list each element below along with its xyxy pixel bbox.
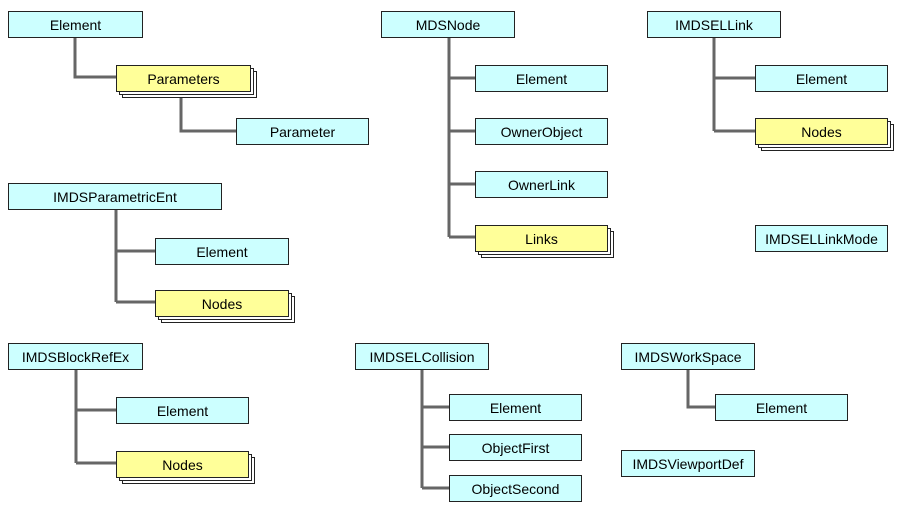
- parameters-collection-box: Parameters: [116, 65, 251, 92]
- collision-objectsecond-box: ObjectSecond: [449, 475, 582, 502]
- parametricent-element-box: Element: [155, 238, 289, 265]
- parametricent-nodes-collection-box: Nodes: [155, 290, 289, 317]
- connector-element-parameters: [73, 38, 116, 79]
- connector-workspace-element: [686, 370, 715, 409]
- imdsellinkmode-box: IMDSELLinkMode: [755, 225, 888, 252]
- connector-parameters-parameter: [179, 92, 236, 133]
- imdsellink-nodes-collection-box: Nodes: [755, 118, 888, 145]
- imdsviewportdef-box: IMDSViewportDef: [621, 450, 755, 477]
- parameter-box: Parameter: [236, 118, 369, 145]
- element-box: Element: [8, 11, 143, 38]
- blockrefex-nodes-collection-box: Nodes: [116, 451, 249, 478]
- imdselcollision-box: IMDSELCollision: [355, 343, 489, 370]
- mdsnode-element-box: Element: [475, 65, 608, 92]
- mdsnode-box: MDSNode: [381, 11, 515, 38]
- mdsnode-ownerobject-box: OwnerObject: [475, 118, 608, 145]
- imdsblockrefex-box: IMDSBlockRefEx: [8, 343, 143, 370]
- imdsellink-element-box: Element: [755, 65, 888, 92]
- imdsellink-box: IMDSELLink: [647, 11, 781, 38]
- imdsparametricent-box: IMDSParametricEnt: [8, 183, 222, 210]
- blockrefex-element-box: Element: [116, 397, 249, 424]
- imdsworkspace-box: IMDSWorkSpace: [621, 343, 755, 370]
- links-collection-box: Links: [475, 225, 608, 252]
- mdsnode-ownerlink-box: OwnerLink: [475, 171, 608, 198]
- collision-element-box: Element: [449, 394, 582, 421]
- workspace-element-box: Element: [715, 394, 848, 421]
- collision-objectfirst-box: ObjectFirst: [449, 434, 582, 461]
